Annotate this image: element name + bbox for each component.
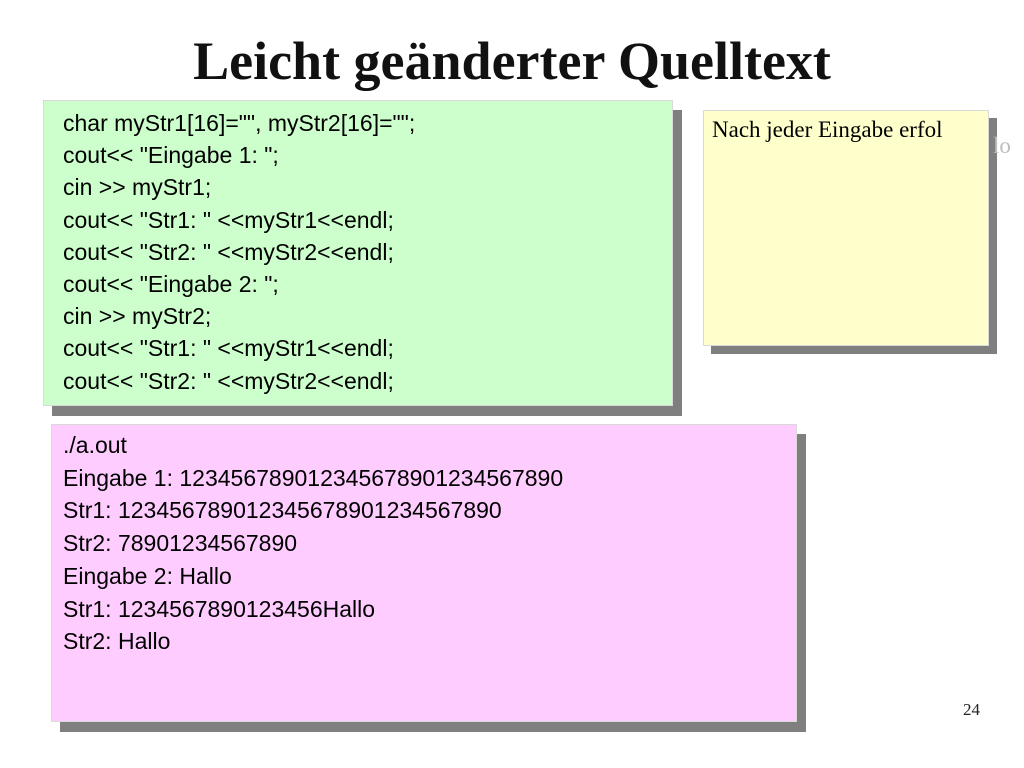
code-line: cout<< "Eingabe 2: "; [63, 271, 279, 298]
note-overflow-text: lo [993, 133, 1011, 158]
output-line: ./a.out [63, 432, 127, 458]
note-text: Nach jeder Eingabe erfol [712, 117, 943, 142]
output-line: Eingabe 2: Hallo [63, 562, 232, 589]
code-line: char myStr1[16]="", myStr2[16]=""; [63, 110, 416, 136]
source-code-box: char myStr1[16]="", myStr2[16]=""; cout<… [43, 100, 673, 406]
code-line: cin >> myStr2; [63, 303, 212, 330]
program-output-box: ./a.out Eingabe 1: 123456789012345678901… [51, 424, 797, 722]
code-line: cout<< "Str1: " <<myStr1<<endl; [63, 335, 394, 362]
output-line: Str1: 123456789012345678901234567890 [63, 497, 502, 524]
output-line: Eingabe 1: 12345678901234567890123456789… [63, 464, 564, 491]
output-line: Str2: Hallo [63, 628, 171, 655]
code-line: cout<< "Str1: " <<myStr1<<endl; [63, 206, 394, 233]
page-number: 24 [963, 700, 980, 719]
code-line: cout<< "Str2: " <<myStr2<<endl; [63, 238, 394, 265]
output-line: Str1: 1234567890123456Hallo [63, 595, 376, 622]
code-line: cin >> myStr1; [63, 174, 212, 201]
slide-title: Leicht geänderter Quelltext [193, 31, 831, 91]
output-line: Str2: 78901234567890 [63, 530, 298, 557]
note-box: Nach jeder Eingabe erfol [703, 110, 989, 346]
code-line: cout<< "Str2: " <<myStr2<<endl; [63, 367, 394, 394]
code-line: cout<< "Eingabe 1: "; [63, 142, 279, 169]
